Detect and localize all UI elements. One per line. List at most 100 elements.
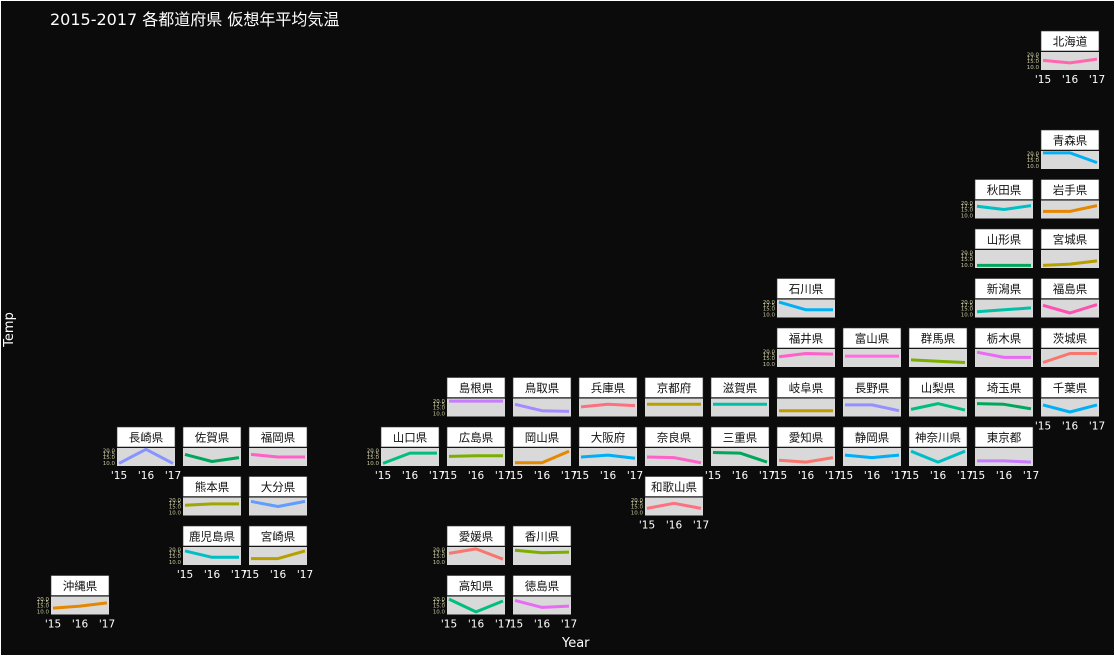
x-tick-label: '16 <box>996 470 1013 482</box>
x-tick-label: '17 <box>495 470 511 482</box>
facet-strip <box>446 377 506 398</box>
facet-panel <box>513 398 571 417</box>
series-line <box>514 402 570 413</box>
x-tick-label: '15 <box>771 470 787 482</box>
y-tick-label: 15.0 <box>631 504 644 510</box>
facet-strip <box>248 476 308 497</box>
facet-strip-label: 北海道 <box>1053 35 1088 49</box>
facet-strip <box>974 377 1034 398</box>
facet-strip <box>446 426 506 448</box>
x-tick-label: '15 <box>1035 421 1051 433</box>
y-tick-label: 20.0 <box>763 349 776 355</box>
facet-strip-label: 京都府 <box>657 381 692 395</box>
series-line <box>514 598 570 609</box>
x-tick-label: '16 <box>1062 74 1079 86</box>
facet-strip-label: 兵庫県 <box>591 381 626 395</box>
facet-panel <box>645 398 703 417</box>
x-tick-label: '16 <box>798 470 815 482</box>
facet-strip <box>182 476 242 497</box>
facet-panel <box>711 448 769 466</box>
facet-strip <box>974 179 1034 200</box>
y-tick-label: 20.0 <box>169 547 182 553</box>
y-tick-label: 10.0 <box>1027 65 1040 71</box>
series-line <box>778 300 833 312</box>
y-tick-label: 17.5 <box>433 402 446 408</box>
y-tick-label: 10.0 <box>763 362 776 368</box>
y-tick-label: 17.5 <box>433 551 446 557</box>
facet-panel <box>1041 398 1099 417</box>
facet-strip-label: 岐阜県 <box>789 381 824 395</box>
y-tick-label: 17.5 <box>631 501 644 507</box>
y-tick-label: 20.0 <box>1027 52 1040 58</box>
facet-strip-label: 宮崎県 <box>261 530 296 544</box>
facet-strip-label: 愛媛県 <box>459 530 494 544</box>
y-tick-label: 10.0 <box>961 263 974 269</box>
facet-strip-label: 富山県 <box>855 332 890 346</box>
facet-strip-label: 千葉県 <box>1053 381 1088 395</box>
facet-panel <box>579 398 637 417</box>
x-tick-label: '16 <box>204 569 221 581</box>
series-line <box>778 352 834 359</box>
x-tick-label: '15 <box>507 619 523 631</box>
y-tick-label: 17.5 <box>169 501 182 507</box>
facet-strip-label: 滋賀県 <box>723 381 758 395</box>
x-tick-label: '17 <box>495 619 511 631</box>
facet-strip <box>974 327 1034 349</box>
series-line <box>184 452 240 463</box>
y-tick-label: 10.0 <box>169 560 182 566</box>
facet-strip <box>182 525 242 547</box>
facet-strip <box>1040 377 1100 398</box>
x-tick-label: '17 <box>429 470 445 482</box>
facet-strip-label: 佐賀県 <box>195 431 230 445</box>
series-line <box>184 502 239 507</box>
y-tick-label: 17.5 <box>367 452 380 458</box>
facet-strip <box>1040 30 1100 52</box>
series-line <box>778 456 834 464</box>
y-tick-label: 17.5 <box>961 204 974 210</box>
y-tick-label: 10.0 <box>37 610 50 616</box>
facet-panel <box>843 349 901 367</box>
facet-strip-label: 福島県 <box>1053 282 1088 296</box>
x-tick-label: '15 <box>837 470 853 482</box>
facet-strip-label: 熊本県 <box>195 480 230 494</box>
y-tick-label: 17.5 <box>37 600 50 606</box>
facet-panel <box>711 398 769 417</box>
series-line <box>515 449 570 465</box>
series-line <box>250 452 305 459</box>
y-tick-label: 15.0 <box>433 554 446 560</box>
facet-strip <box>974 426 1034 448</box>
y-tick-label: 15.0 <box>433 603 446 609</box>
x-tick-label: '15 <box>177 569 193 581</box>
facet-strip-label: 石川県 <box>789 282 824 296</box>
facet-strip-label: 埼玉県 <box>987 381 1022 395</box>
facet-strip-label: 群馬県 <box>921 332 956 346</box>
facet-panel <box>1041 349 1099 367</box>
x-tick-label: '16 <box>138 470 155 482</box>
series-line <box>118 447 174 465</box>
y-tick-label: 20.0 <box>433 399 446 405</box>
facet-strip <box>512 525 572 547</box>
x-tick-label: '15 <box>441 470 457 482</box>
facet-strip-label: 奈良県 <box>657 431 692 445</box>
series-line <box>1042 259 1098 267</box>
facet-strip-label: 大分県 <box>261 480 296 494</box>
x-tick-label: '17 <box>759 470 775 482</box>
x-tick-label: '17 <box>1089 421 1105 433</box>
y-tick-label: 15.0 <box>367 455 380 461</box>
facet-strip <box>1040 278 1100 299</box>
facet-strip <box>776 278 836 299</box>
facet-strip <box>908 426 968 448</box>
y-tick-label: 17.5 <box>103 452 116 458</box>
facet-strip <box>842 377 902 398</box>
series-line <box>910 449 966 464</box>
facet-strip <box>248 525 308 547</box>
series-line <box>448 547 504 561</box>
facet-panel <box>1041 299 1099 318</box>
y-tick-label: 15.0 <box>1027 158 1040 164</box>
series-line <box>976 306 1032 314</box>
facet-strip <box>446 525 506 547</box>
facet-strip-label: 新潟県 <box>987 282 1022 296</box>
facet-panel <box>645 497 703 516</box>
facet-panel <box>1041 200 1099 219</box>
series-line <box>1043 204 1098 213</box>
